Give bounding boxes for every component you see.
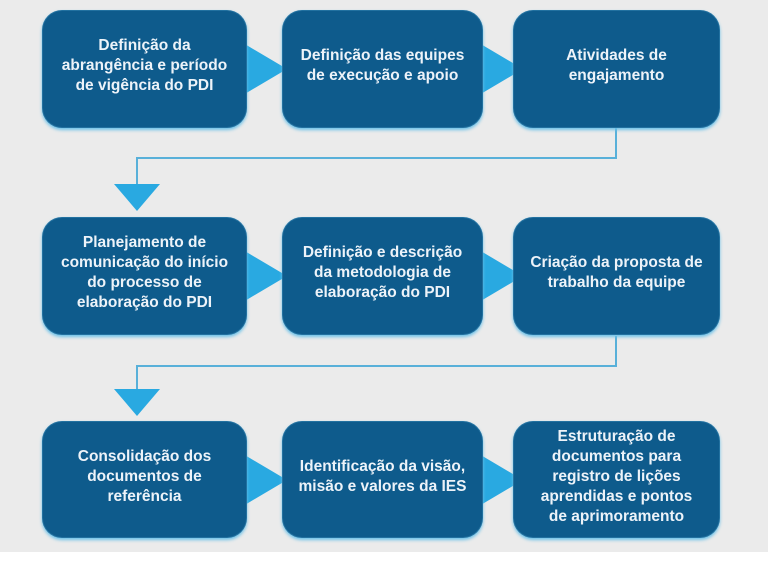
step-label: Identificação da visão, misão e valores … bbox=[298, 457, 467, 495]
step-box-3: Atividades de engajamento bbox=[513, 10, 720, 128]
step-box-4: Planejamento de comunicação do início do… bbox=[42, 217, 247, 335]
step-box-2: Definição das equipes de execução e apoi… bbox=[282, 10, 483, 128]
step-label: Planejamento de comunicação do início do… bbox=[60, 234, 229, 311]
step-label: Estruturação de documentos para registro… bbox=[540, 427, 693, 525]
step-label: Definição e descrição da metodologia de … bbox=[302, 244, 463, 301]
step-label: Definição da abrangência e período de vi… bbox=[61, 37, 228, 94]
step-box-6: Criação da proposta de trabalho da equip… bbox=[513, 217, 720, 335]
bottom-white-strip bbox=[0, 552, 768, 561]
arrow-down-icon bbox=[114, 389, 160, 416]
elbow-connector-row1-to-row2 bbox=[114, 128, 617, 211]
step-box-8: Identificação da visão, misão e valores … bbox=[282, 421, 483, 538]
step-label: Consolidação dos documentos de referênci… bbox=[77, 447, 212, 505]
arrow-down-icon bbox=[114, 184, 160, 211]
step-box-5: Definição e descrição da metodologia de … bbox=[282, 217, 483, 335]
step-label: Definição das equipes de execução e apoi… bbox=[300, 47, 465, 84]
elbow-connector-row2-to-row3 bbox=[114, 336, 617, 416]
step-box-7: Consolidação dos documentos de referênci… bbox=[42, 421, 247, 538]
step-box-1: Definição da abrangência e período de vi… bbox=[42, 10, 247, 128]
step-label: Atividades de engajamento bbox=[566, 47, 667, 84]
step-box-9: Estruturação de documentos para registro… bbox=[513, 421, 720, 538]
step-label: Criação da proposta de trabalho da equip… bbox=[530, 254, 703, 291]
